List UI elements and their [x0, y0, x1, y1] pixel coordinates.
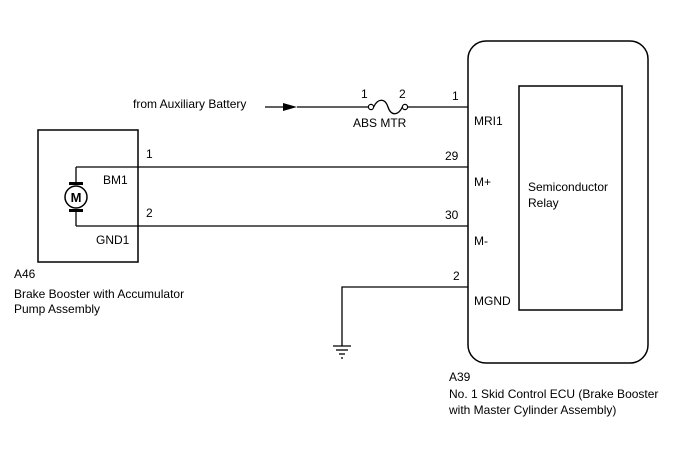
skid-control-ecu-component: Semiconductor Relay MRI1 M+ M- MGND [467, 40, 649, 364]
a46-code: A46 [14, 267, 36, 281]
wire-mri1-pin: 1 [452, 89, 459, 103]
brake-booster-box [37, 129, 139, 263]
a39-name-line1: No. 1 Skid Control ECU (Brake Booster [449, 387, 658, 401]
brake-booster-component: M BM1 GND1 [37, 129, 139, 263]
fuse-name: ABS MTR [353, 116, 407, 130]
semiconductor-relay-block [518, 85, 623, 311]
terminal-bm1-label: BM1 [103, 173, 128, 187]
terminal-mgnd-label: MGND [474, 294, 511, 308]
wire-mminus-pin: 30 [445, 208, 459, 222]
motor-symbol-text: M [71, 190, 82, 205]
wire-gnd1-pin: 2 [146, 206, 153, 220]
fuse-pin-in: 1 [361, 87, 368, 101]
wire-bm1-pin: 1 [146, 147, 153, 161]
wire-ground [341, 286, 519, 346]
motor-icon: M [64, 167, 88, 226]
relay-label-line2: Relay [528, 196, 559, 210]
terminal-mri1-label: MRI1 [474, 114, 503, 128]
arrow-icon [265, 103, 297, 111]
wire-mplus-pin: 29 [445, 149, 459, 163]
ground-icon [333, 345, 351, 359]
fuse-pin-out: 2 [399, 87, 406, 101]
terminal-mminus-label: M- [474, 234, 488, 248]
a39-name-line2: with Master Cylinder Assembly) [448, 403, 616, 417]
a46-name-line1: Brake Booster with Accumulator [14, 287, 184, 301]
terminal-mplus-label: M+ [474, 175, 491, 189]
relay-label-line1: Semiconductor [528, 180, 608, 194]
terminal-gnd1-label: GND1 [96, 233, 130, 247]
wire-mgnd-pin: 2 [453, 269, 460, 283]
a46-name-line2: Pump Assembly [14, 302, 100, 316]
source-label: from Auxiliary Battery [133, 97, 246, 111]
fuse-icon [367, 99, 409, 115]
a39-code: A39 [449, 370, 471, 384]
